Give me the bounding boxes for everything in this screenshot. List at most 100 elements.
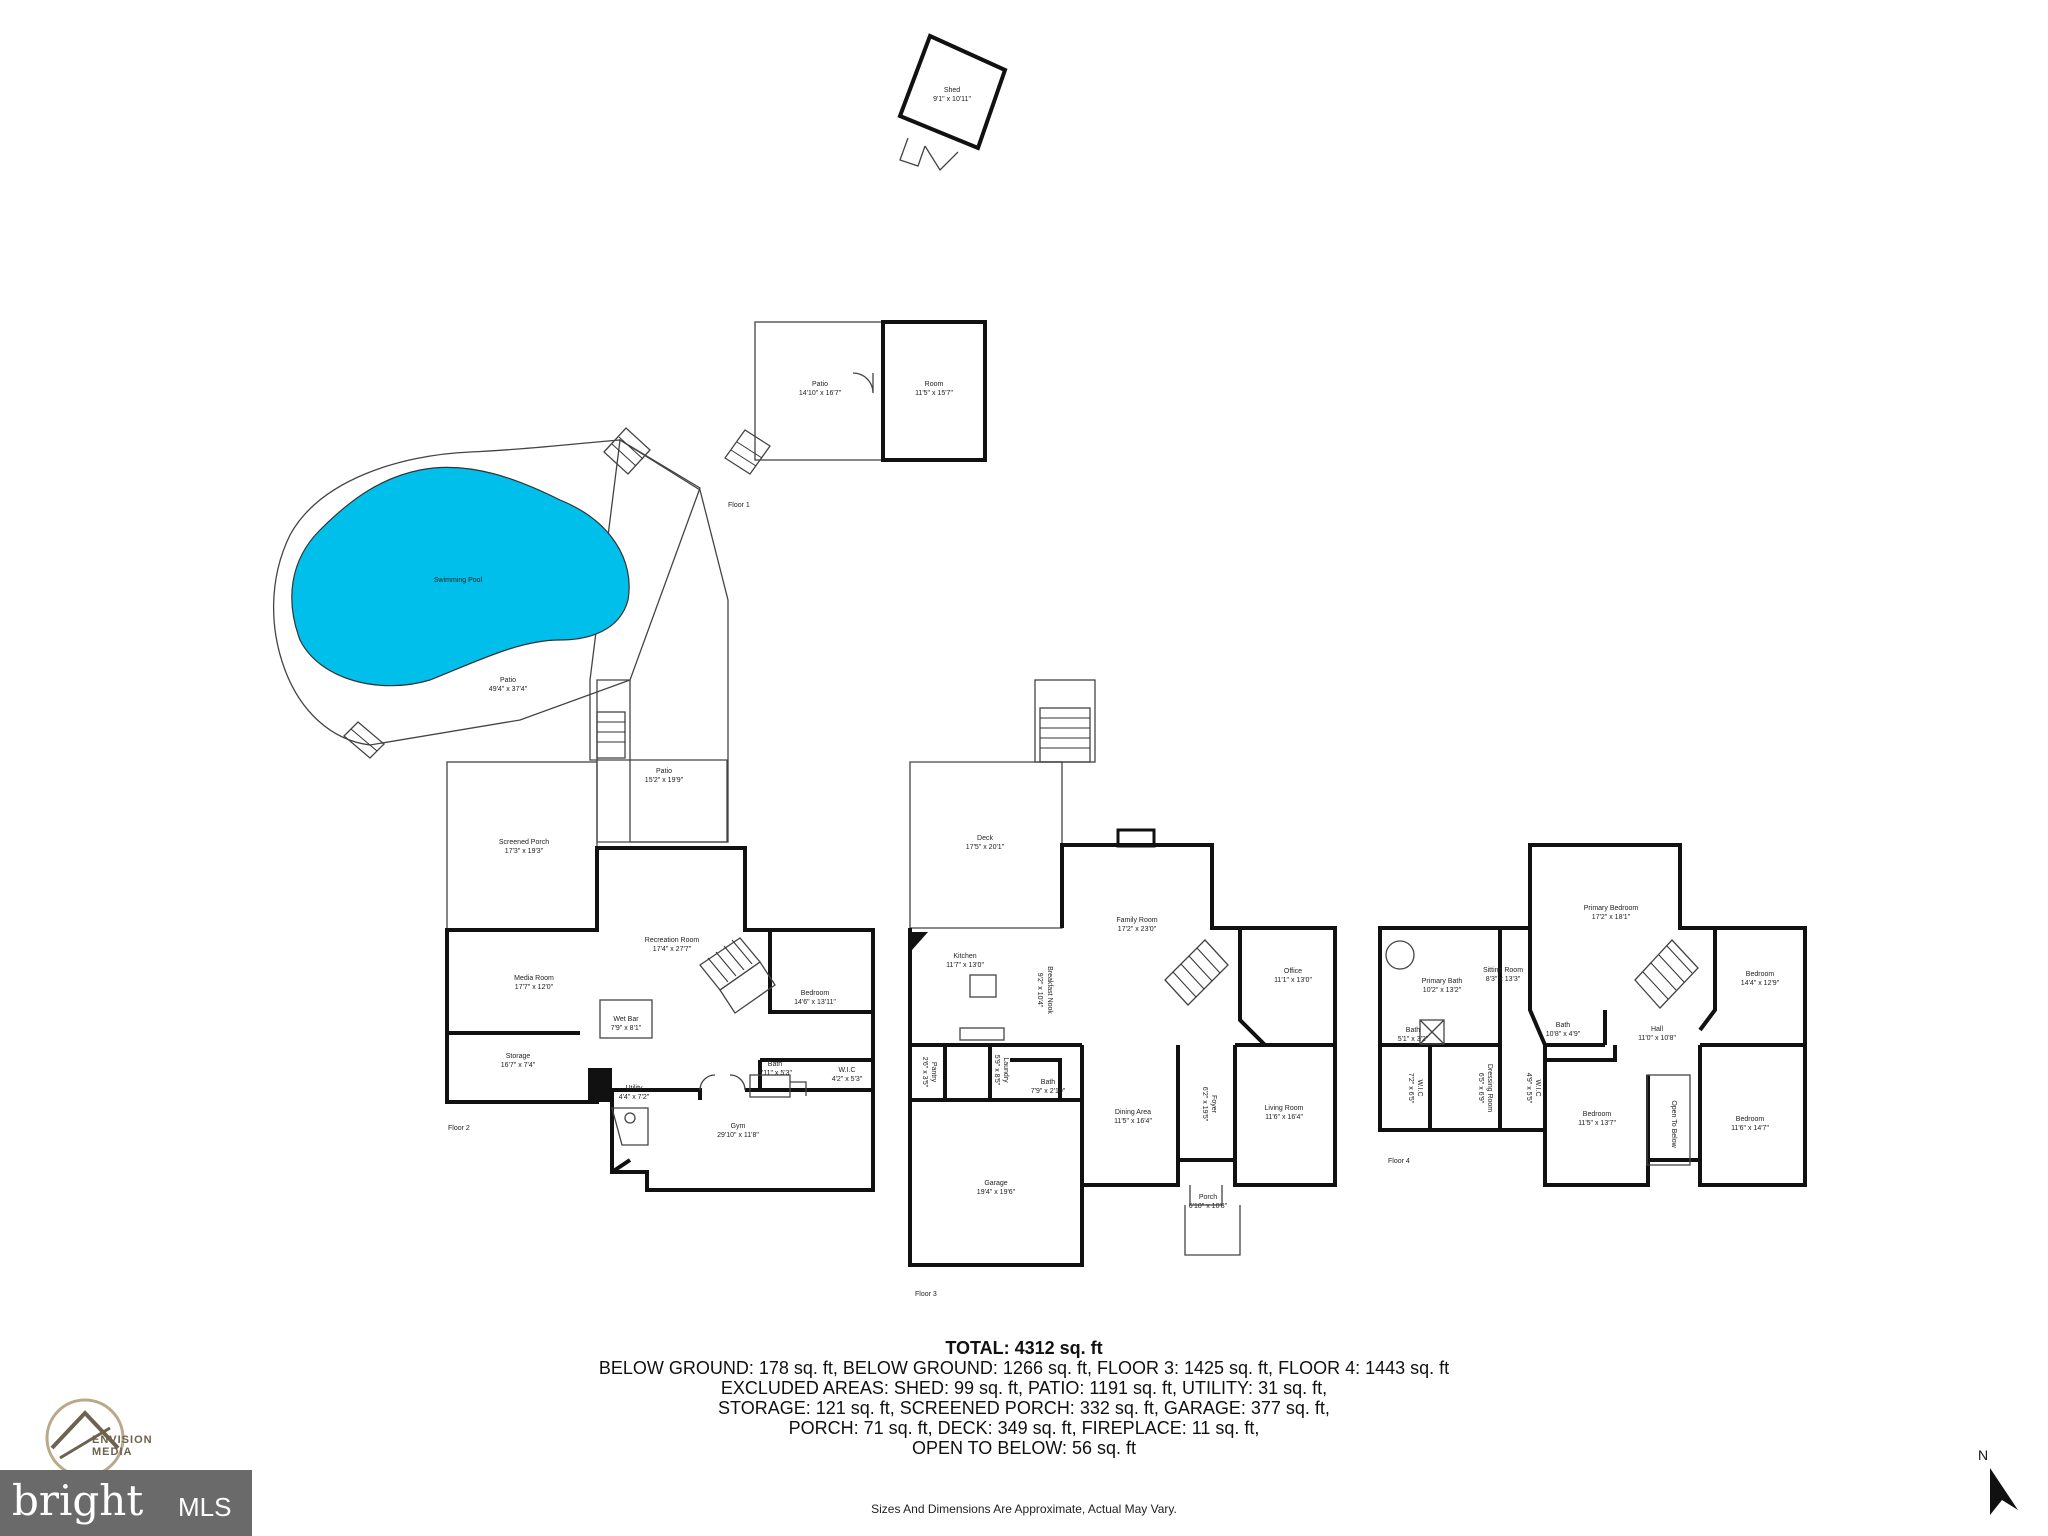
floor-3-label: Floor 3 bbox=[915, 1291, 937, 1298]
bedroom-f4b-dim: 11'5" x 13'7" bbox=[1578, 1120, 1616, 1127]
recreation-room-dim: 17'4" x 27'7" bbox=[653, 946, 692, 953]
bath-f3-dim: 7'9" x 2'10" bbox=[1031, 1088, 1066, 1095]
summary-line-1: BELOW GROUND: 178 sq. ft, BELOW GROUND: … bbox=[598, 1358, 1450, 1378]
wic-f2-dim: 4'2" x 5'3" bbox=[832, 1076, 863, 1083]
envision-media-logo: ENVISION MEDIA bbox=[40, 1388, 160, 1488]
pool-label: Swimming Pool bbox=[434, 577, 483, 584]
kitchen-label: Kitchen bbox=[953, 953, 976, 960]
swimming-pool bbox=[291, 466, 630, 687]
recreation-room-label: Recreation Room bbox=[645, 937, 700, 944]
dining-area-label: Dining Area bbox=[1115, 1109, 1151, 1116]
open-to-below-label: Open To Below bbox=[1670, 1100, 1677, 1148]
screened-porch-label: Screened Porch bbox=[499, 839, 549, 846]
dining-area-dim: 11'5" x 16'4" bbox=[1114, 1118, 1152, 1125]
storage-label: Storage bbox=[506, 1053, 531, 1060]
media-room-dim: 17'7" x 12'0" bbox=[515, 984, 554, 991]
pantry-dim: 2'6" x 3'5" bbox=[921, 1057, 928, 1088]
patio-f1-dim: 14'10" x 16'7" bbox=[799, 390, 842, 397]
bath-f4b-dim: 10'8" x 4'9" bbox=[1546, 1031, 1581, 1038]
deck-label: Deck bbox=[977, 835, 993, 842]
pool-area: Swimming Pool Patio 49'4" x 37'4" bbox=[272, 427, 729, 843]
north-arrow-icon: N bbox=[1978, 1447, 2018, 1515]
bath-f2-label: Bath bbox=[768, 1061, 783, 1068]
wet-bar-dim: 7'9" x 8'1" bbox=[611, 1025, 642, 1032]
wic-f4b-dim: 4'9" x 5'5" bbox=[1525, 1073, 1532, 1104]
bath-f4a-label: Bath bbox=[1406, 1027, 1421, 1034]
floor-3: Deck 17'5" x 20'1" Kitchen 11'7" x 13'0"… bbox=[908, 679, 1337, 1298]
north-arrow: N bbox=[1960, 1440, 2030, 1520]
garage-label: Garage bbox=[984, 1180, 1007, 1187]
foyer-label: Foyer bbox=[1210, 1095, 1217, 1114]
shed: Shed 9'1" x 10'11" bbox=[897, 33, 1008, 172]
patio-small-label: Patio bbox=[656, 768, 672, 775]
utility-dim: 4'4" x 7'2" bbox=[619, 1094, 650, 1101]
family-room-label: Family Room bbox=[1116, 917, 1157, 924]
family-room-dim: 17'2" x 23'0" bbox=[1118, 926, 1157, 933]
floor-4-label: Floor 4 bbox=[1388, 1158, 1410, 1165]
bright-wordmark: bright bbox=[12, 1476, 144, 1525]
floor-2: Patio 15'2" x 19'9" Screened Porch 17'3"… bbox=[445, 679, 875, 1192]
porch-label: Porch bbox=[1199, 1194, 1217, 1201]
living-room-label: Living Room bbox=[1265, 1105, 1304, 1112]
breakfast-nook-label: Breakfast Nook bbox=[1046, 966, 1053, 1014]
primary-bedroom-dim: 17'2" x 18'1" bbox=[1592, 914, 1631, 921]
floor-1-label: Floor 1 bbox=[728, 502, 750, 509]
gym-dim: 29'10" x 11'8" bbox=[717, 1132, 759, 1139]
patio-small-dim: 15'2" x 19'9" bbox=[645, 777, 684, 784]
bright-mls-logo: bright MLS bbox=[0, 1470, 252, 1536]
hall-dim: 11'0" x 10'8" bbox=[1638, 1035, 1676, 1042]
bath-f2-dim: 9'11" x 5'3" bbox=[758, 1070, 792, 1077]
envision-brand-text: ENVISION MEDIA bbox=[92, 1434, 153, 1458]
bath-f3-label: Bath bbox=[1041, 1079, 1056, 1086]
pantry-label: Pantry bbox=[930, 1062, 937, 1083]
bedroom-f2-dim: 14'6" x 13'11" bbox=[794, 999, 836, 1006]
total-area: TOTAL: 4312 sq. ft bbox=[945, 1338, 1103, 1358]
wet-bar-label: Wet Bar bbox=[613, 1016, 639, 1023]
bedroom-f4b-label: Bedroom bbox=[1583, 1111, 1612, 1118]
patio-f1-label: Patio bbox=[812, 381, 828, 388]
floor-2-label: Floor 2 bbox=[448, 1125, 470, 1132]
floor-1: Patio 14'10" x 16'7" Room 11'5" x 15'7" … bbox=[724, 320, 987, 509]
hall-label: Hall bbox=[1651, 1026, 1664, 1033]
primary-bath-dim: 10'2" x 13'2" bbox=[1423, 987, 1462, 994]
dressing-room-label: Dressing Room bbox=[1486, 1064, 1493, 1112]
summary-line-5: OPEN TO BELOW: 56 sq. ft bbox=[911, 1438, 1137, 1458]
kitchen-dim: 11'7" x 13'0" bbox=[946, 962, 984, 969]
patio-big-label: Patio bbox=[500, 677, 516, 684]
garage-dim: 19'4" x 19'6" bbox=[977, 1189, 1016, 1196]
bedroom-f4a-dim: 14'4" x 12'9" bbox=[1741, 980, 1780, 987]
primary-bath-label: Primary Bath bbox=[1422, 978, 1463, 985]
room-f1-dim: 11'5" x 15'7" bbox=[915, 390, 953, 397]
gym-label: Gym bbox=[731, 1123, 746, 1130]
dressing-room-dim: 6'5" x 6'9" bbox=[1477, 1073, 1484, 1104]
summary-line-3: STORAGE: 121 sq. ft, SCREENED PORCH: 332… bbox=[718, 1398, 1330, 1418]
shed-label: Shed bbox=[944, 87, 960, 94]
north-label: N bbox=[1978, 1447, 1988, 1463]
screened-porch-dim: 17'3" x 19'3" bbox=[505, 848, 544, 855]
bedroom-f4c-label: Bedroom bbox=[1736, 1116, 1765, 1123]
bath-f4b-label: Bath bbox=[1556, 1022, 1571, 1029]
summary-line-2: EXCLUDED AREAS: SHED: 99 sq. ft, PATIO: … bbox=[720, 1378, 1328, 1398]
floor-4: Primary Bedroom 17'2" x 18'1" Sitting Ro… bbox=[1378, 843, 1807, 1187]
laundry-label: Laundry bbox=[1002, 1057, 1009, 1083]
office-label: Office bbox=[1284, 968, 1302, 975]
living-room-dim: 11'6" x 16'4" bbox=[1265, 1114, 1303, 1121]
room-f1-label: Room bbox=[925, 381, 944, 388]
media-room-label: Media Room bbox=[514, 975, 554, 982]
sitting-room-dim: 8'3" x 13'3" bbox=[1486, 976, 1521, 983]
office-dim: 11'1" x 13'0" bbox=[1274, 977, 1312, 984]
area-summary: TOTAL: 4312 sq. ft BELOW GROUND: 178 sq.… bbox=[0, 1338, 2048, 1458]
laundry-dim: 5'9" x 8'5" bbox=[993, 1055, 1000, 1086]
wic-f4a-dim: 7'2" x 6'5" bbox=[1407, 1073, 1414, 1104]
wic-f2-label: W.I.C bbox=[838, 1067, 855, 1074]
porch-dim: 6'10" x 10'8" bbox=[1189, 1203, 1228, 1210]
bath-f4a-dim: 5'1" x 3'2" bbox=[1398, 1036, 1429, 1043]
disclaimer: Sizes And Dimensions Are Approximate, Ac… bbox=[871, 1502, 1177, 1516]
mls-wordmark: MLS bbox=[178, 1492, 232, 1522]
primary-bedroom-label: Primary Bedroom bbox=[1584, 905, 1639, 912]
bedroom-f4c-dim: 11'6" x 14'7" bbox=[1731, 1125, 1769, 1132]
summary-line-4: PORCH: 71 sq. ft, DECK: 349 sq. ft, FIRE… bbox=[788, 1418, 1260, 1438]
wic-f4b-label: W.I.C bbox=[1534, 1079, 1541, 1096]
patio-big-dim: 49'4" x 37'4" bbox=[489, 686, 528, 693]
